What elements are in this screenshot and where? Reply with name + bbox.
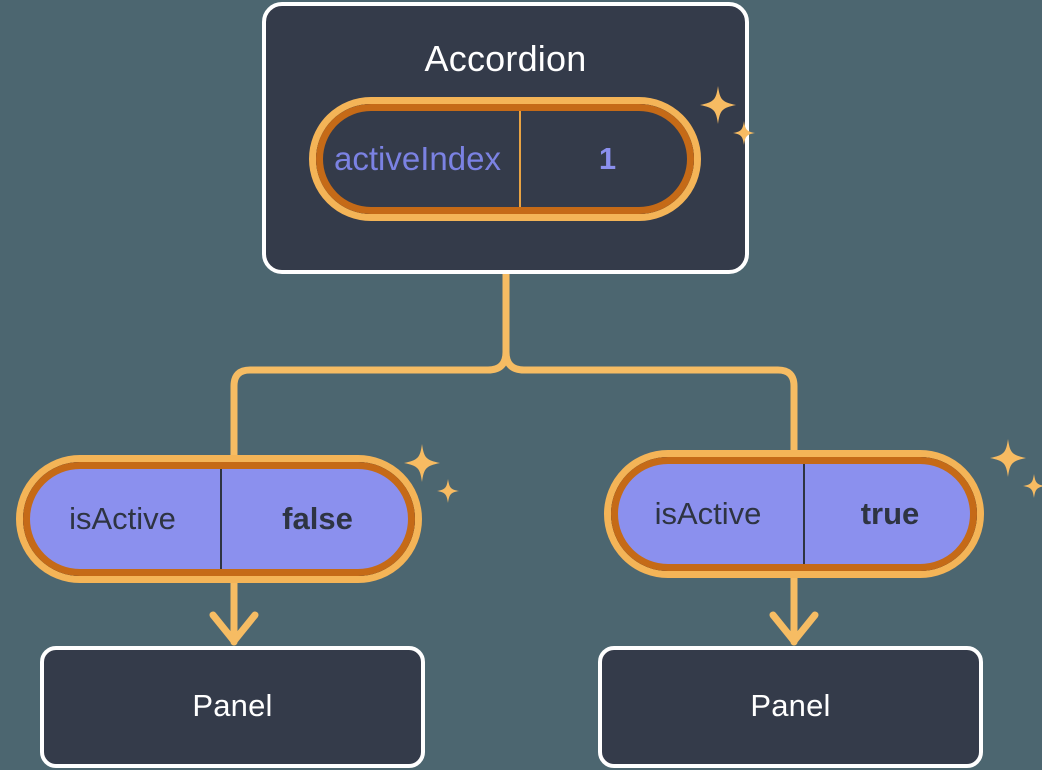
prop-pill-isactive-true-inner: isActive true: [611, 457, 977, 571]
arrow-down-icon-left: [209, 611, 259, 645]
connector-root-to-branches: [230, 270, 510, 466]
prop-pill-activeindex-value: 1: [598, 141, 617, 176]
sparkle-group-right-pill: [990, 439, 1042, 498]
sparkle-four-point-small-icon: [437, 479, 459, 503]
accordion-card-title: Accordion: [424, 38, 587, 79]
panel-card-right[interactable]: Panel: [598, 646, 983, 768]
connector-root-to-branches-right: [502, 348, 798, 462]
prop-pill-activeindex-inner: activeIndex 1: [316, 104, 694, 214]
sparkle-four-point-icon: [990, 439, 1026, 477]
sparkle-four-point-small-icon: [1023, 474, 1042, 498]
prop-pill-isactive-false-inner: isActive false: [23, 462, 415, 576]
prop-pill-isactive-false-value: false: [220, 464, 413, 574]
prop-pill-isactive-true-value: true: [803, 459, 975, 569]
prop-pill-isactive-false[interactable]: isActive false: [16, 455, 422, 583]
prop-pill-isactive-true[interactable]: isActive true: [604, 450, 984, 578]
sparkle-four-point-icon: [404, 444, 440, 482]
panel-card-left[interactable]: Panel: [40, 646, 425, 768]
panel-card-right-title: Panel: [750, 688, 831, 723]
prop-pill-activeindex-key: activeIndex: [316, 104, 521, 214]
prop-pill-isactive-false-key: isActive: [69, 501, 176, 536]
prop-pill-activeindex[interactable]: activeIndex 1: [309, 97, 701, 221]
panel-card-left-title: Panel: [192, 688, 273, 723]
prop-pill-isactive-true-key: isActive: [654, 496, 762, 531]
arrow-down-icon-right: [769, 611, 819, 645]
